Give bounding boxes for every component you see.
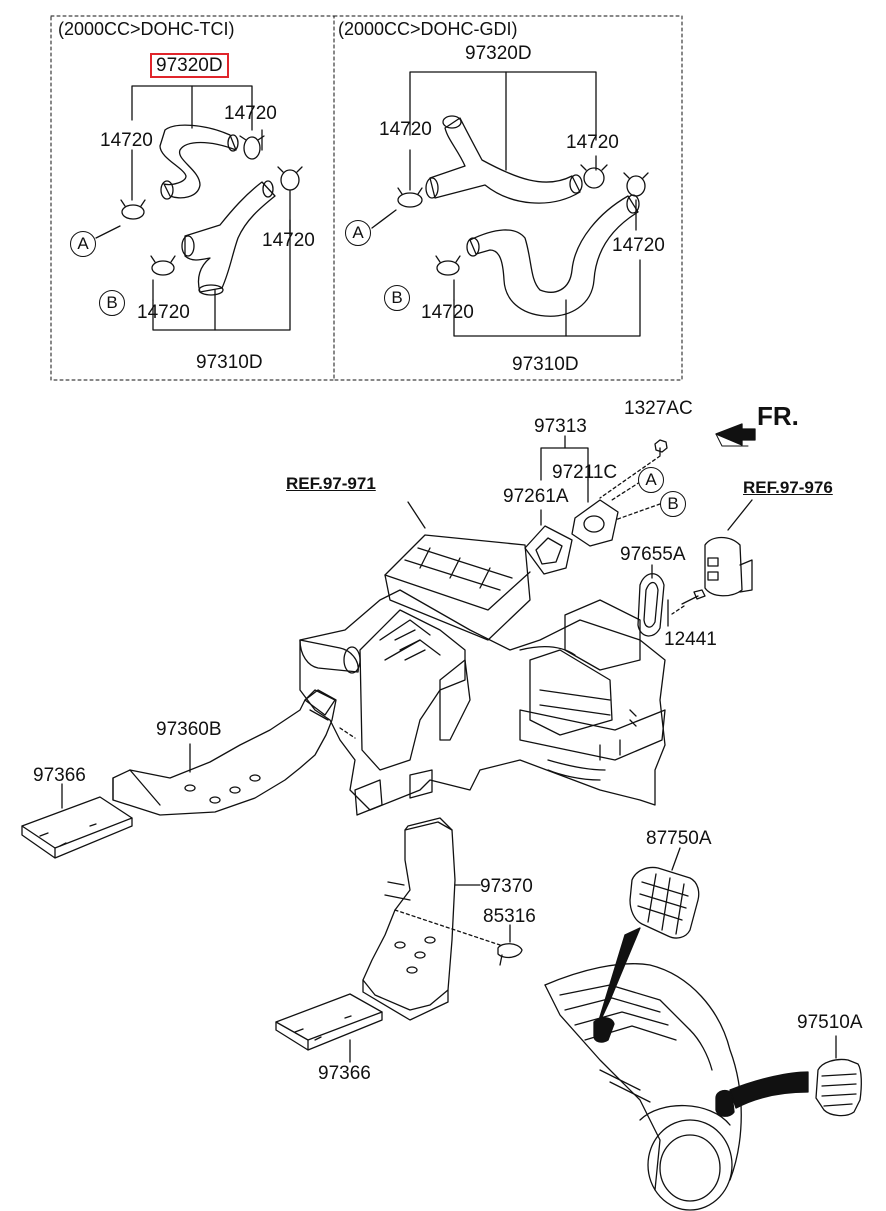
- part-97261A[interactable]: 97261A: [503, 486, 569, 507]
- part-14720-right-right[interactable]: 14720: [612, 235, 665, 256]
- rear-duct-left: [112, 689, 356, 816]
- part-85316[interactable]: 85316: [483, 906, 536, 927]
- car-body: [544, 963, 809, 1211]
- part-14720-right-bottom[interactable]: 14720: [421, 302, 474, 323]
- front-arrow: [715, 423, 756, 447]
- part-97313[interactable]: 97313: [534, 416, 587, 437]
- variant-boxes: [50, 15, 683, 381]
- rear-duct-center: [362, 817, 523, 1021]
- part-97655A[interactable]: 97655A: [620, 544, 686, 565]
- front-direction-label: FR.: [757, 401, 799, 431]
- hvac-unit: [299, 501, 666, 816]
- part-97370[interactable]: 97370: [480, 876, 533, 897]
- part-87750A[interactable]: 87750A: [646, 828, 712, 849]
- part-97310D-right[interactable]: 97310D: [512, 354, 579, 375]
- part-97366-lower[interactable]: 97366: [318, 1063, 371, 1084]
- right-variant-header: (2000CC>DOHC-GDI): [338, 19, 518, 39]
- part-14720-right-left[interactable]: 14720: [379, 119, 432, 140]
- part-14720-right-top[interactable]: 14720: [566, 132, 619, 153]
- ref-97-976[interactable]: REF.97-976: [743, 478, 833, 497]
- part-97320D-right[interactable]: 97320D: [465, 43, 532, 64]
- left-clamps: [120, 135, 303, 276]
- ref-97-971[interactable]: REF.97-971: [286, 474, 376, 493]
- part-97510A[interactable]: 97510A: [797, 1012, 863, 1033]
- connector-a-right: A: [345, 220, 371, 246]
- gasket-assembly: [524, 435, 668, 575]
- left-hose-assembly: [95, 85, 303, 331]
- part-14720-left-right[interactable]: 14720: [262, 230, 315, 251]
- right-components: [637, 499, 753, 637]
- rear-plate-lower: [275, 993, 383, 1063]
- connector-b-left: B: [99, 290, 125, 316]
- connector-a-left: A: [70, 231, 96, 257]
- part-1327AC[interactable]: 1327AC: [624, 398, 693, 419]
- vent-grille: [595, 847, 700, 1031]
- part-97366-upper[interactable]: 97366: [33, 765, 86, 786]
- right-clamps: [397, 164, 649, 276]
- part-14720-left-bottom[interactable]: 14720: [137, 302, 190, 323]
- rear-plate-upper: [21, 783, 133, 859]
- side-vent-part: [815, 1035, 862, 1117]
- connector-a-main: A: [638, 467, 664, 493]
- connector-b-main: B: [660, 491, 686, 517]
- part-12441[interactable]: 12441: [664, 629, 717, 650]
- connector-b-right: B: [384, 285, 410, 311]
- part-97360B[interactable]: 97360B: [156, 719, 222, 740]
- part-97211C[interactable]: 97211C: [552, 462, 618, 483]
- right-hose-assembly: [371, 71, 649, 337]
- part-14720-left-mid[interactable]: 14720: [100, 130, 153, 151]
- left-variant-header: (2000CC>DOHC-TCI): [58, 19, 235, 39]
- part-97310D-left[interactable]: 97310D: [196, 352, 263, 373]
- part-97320D-left-highlighted[interactable]: 97320D: [150, 53, 229, 78]
- part-14720-left-top[interactable]: 14720: [224, 103, 277, 124]
